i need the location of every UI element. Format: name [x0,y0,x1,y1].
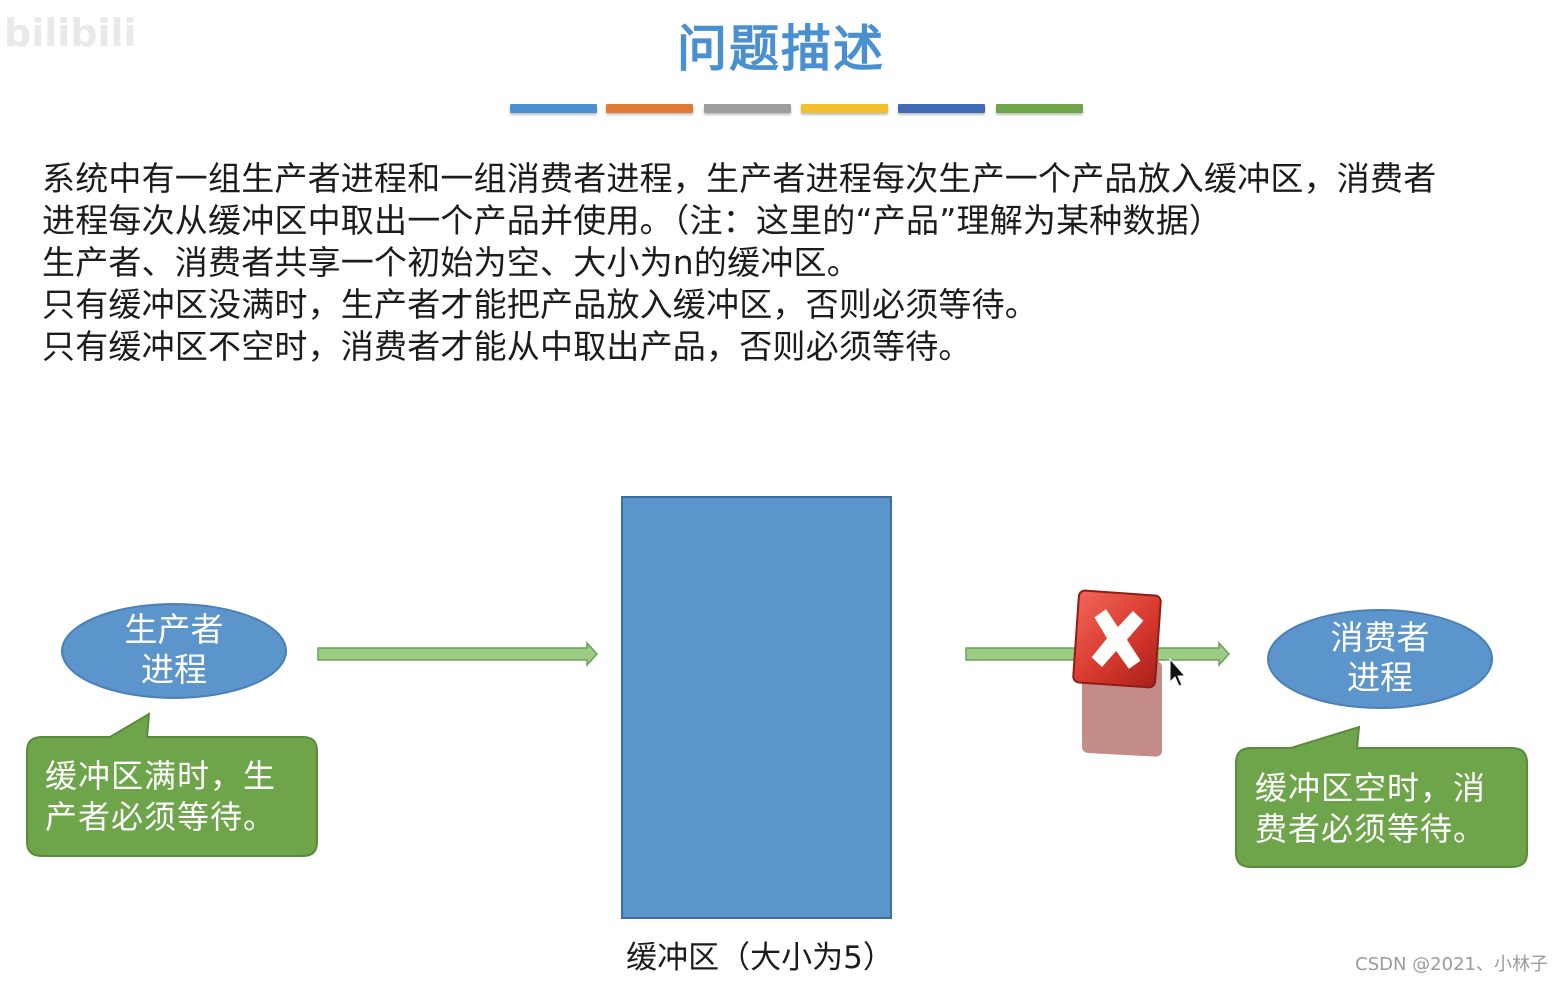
consumer-callout-bubble [1235,725,1528,868]
color-bar-4 [801,104,888,113]
consumer-process-ellipse [1267,609,1493,709]
color-bar-2 [606,104,693,113]
consumer-callout-line: 费者必须等待。 [1255,810,1487,848]
color-bar-3 [704,104,791,113]
producer-process-ellipse [61,603,287,699]
description-line: 系统中有一组生产者进程和一组消费者进程，生产者进程每次生产一个产品放入缓冲区，消… [42,159,1437,198]
producer-callout-line: 产者必须等待。 [45,798,277,836]
consumer-label-line: 进程 [1347,658,1413,697]
consumer-callout-line: 缓冲区空时，消 [1255,769,1487,807]
buffer-caption: 缓冲区（大小为5） [626,940,894,976]
producer-label-line: 进程 [141,650,207,689]
description-line: 只有缓冲区没满时，生产者才能把产品放入缓冲区，否则必须等待。 [42,285,1038,324]
producer-to-buffer-arrow [317,641,599,667]
problem-description: 系统中有一组生产者进程和一组消费者进程，生产者进程每次生产一个产品放入缓冲区，消… [42,158,1557,368]
consumer-process-label: 消费者 进程 [1298,618,1462,698]
consumer-callout-text: 缓冲区空时，消 费者必须等待。 [1255,768,1486,850]
slide-title: 问题描述 [677,20,885,78]
csdn-watermark: CSDN @2021、小林子 [1355,954,1548,975]
svg-text:bilibili: bilibili [4,11,137,55]
mouse-cursor-icon [1169,657,1187,687]
color-bar-6 [996,104,1083,113]
color-bar-1 [510,104,597,113]
producer-callout-text: 缓冲区满时，生 产者必须等待。 [45,756,276,838]
buffer-rectangle [621,496,892,919]
color-bar-5 [898,104,985,113]
producer-label-line: 生产者 [124,610,224,649]
bilibili-logo: bilibili [4,11,137,55]
description-line: 生产者、消费者共享一个初始为空、大小为n的缓冲区。 [42,243,860,282]
description-line: 进程每次从缓冲区中取出一个产品并使用。（注：这里的“产品”理解为某种数据） [42,201,1223,240]
producer-callout-line: 缓冲区满时，生 [45,757,277,795]
consumer-label-line: 消费者 [1330,618,1430,657]
blocked-x-icon [1072,589,1162,757]
producer-callout-bubble [26,712,318,857]
producer-process-label: 生产者 进程 [92,610,256,690]
description-line: 只有缓冲区不空时，消费者才能从中取出产品，否则必须等待。 [42,327,972,366]
